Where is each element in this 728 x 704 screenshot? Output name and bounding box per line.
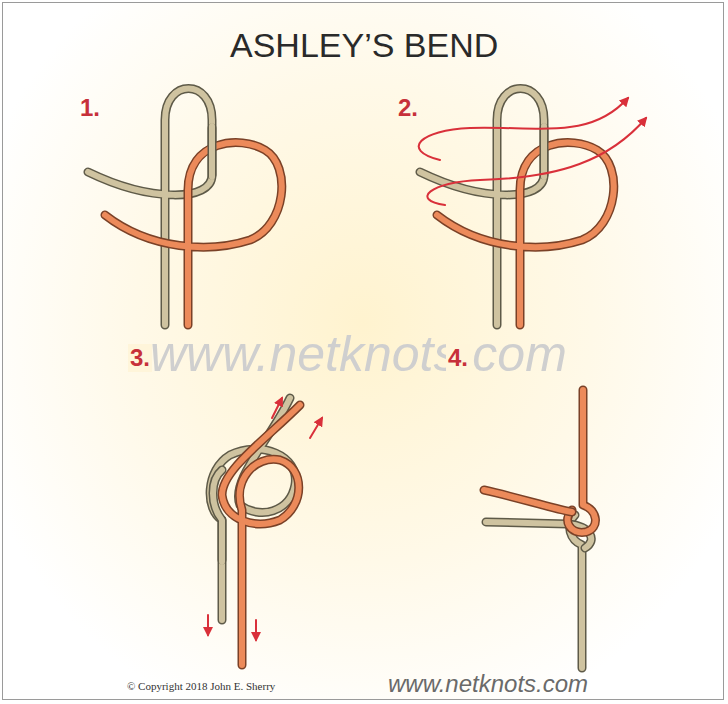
copyright-note: © Copyright 2018 John E. Sherry: [127, 680, 275, 693]
step-1-figure: [88, 89, 282, 326]
step-number: 3.: [128, 344, 152, 372]
watermark: www.netknots.com: [150, 326, 567, 384]
diagram-title: ASHLEY’S BEND: [230, 26, 498, 65]
step-number: 1.: [80, 94, 100, 122]
step-4-figure: [484, 390, 595, 668]
step-number: 4.: [446, 344, 470, 372]
step-2-figure: [419, 89, 646, 326]
step-3-figure: [208, 398, 322, 665]
website-url: www.netknots.com: [388, 670, 588, 698]
step-number: 2.: [398, 94, 418, 122]
